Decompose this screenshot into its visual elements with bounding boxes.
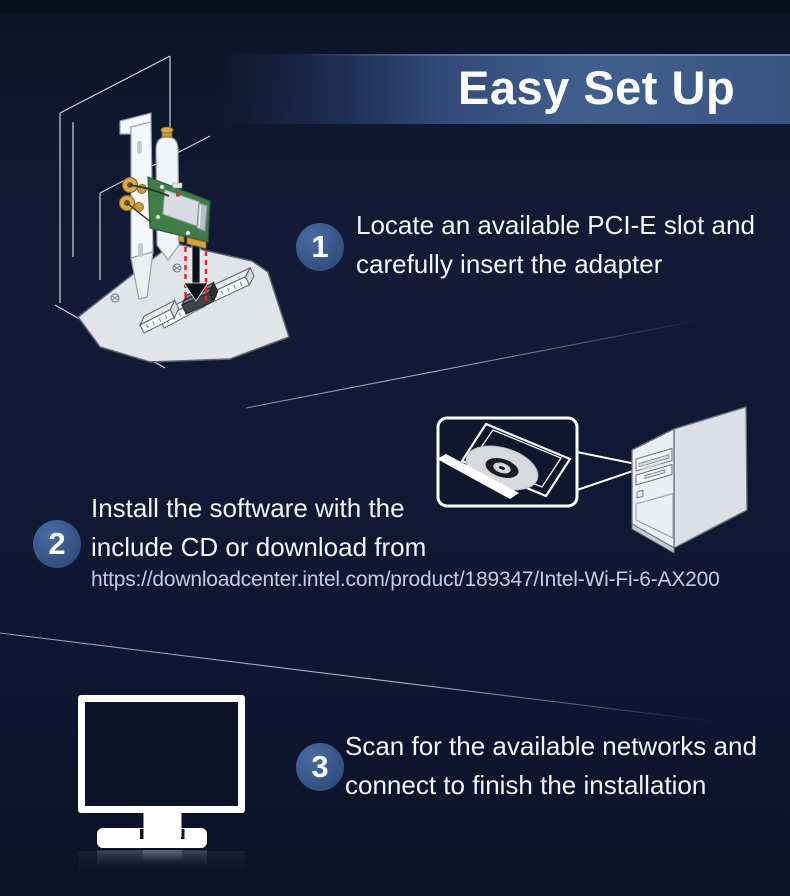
top-dark-band <box>0 0 790 13</box>
software-install-illustration <box>436 406 748 554</box>
step-2-line-2: include CD or download from <box>91 532 427 562</box>
monitor-reflection <box>78 850 245 873</box>
step-3-text: Scan for the available networks and conn… <box>345 727 757 805</box>
step-3-line-1: Scan for the available networks and <box>345 731 757 761</box>
step-1-number: 1 <box>311 229 329 264</box>
antenna-connectors-icon <box>118 176 147 212</box>
alignment-guides-icon <box>184 247 208 305</box>
step-2-line-1: Install the software with the <box>91 493 405 523</box>
step-1-badge: 1 <box>296 223 344 271</box>
step-3-badge: 3 <box>296 743 344 791</box>
step-2-number: 2 <box>48 526 66 561</box>
page-title: Easy Set Up <box>458 61 736 114</box>
cd-tray-callout-icon <box>436 416 579 508</box>
pcie-slot-icon <box>138 299 180 334</box>
pcie-install-illustration <box>54 55 290 369</box>
monitor-icon <box>78 695 245 813</box>
motherboard-icon <box>76 242 290 363</box>
monitor-illustration <box>78 695 245 873</box>
computer-tower-icon <box>631 406 748 554</box>
step-1-line-1: Locate an available PCI-E slot and <box>356 210 755 240</box>
step-3-line-2: connect to finish the installation <box>345 770 707 800</box>
download-url: https://downloadcenter.intel.com/product… <box>91 568 720 591</box>
pcie-card-icon <box>126 176 211 250</box>
step-3-number: 3 <box>311 749 329 784</box>
header-banner: Easy Set Up <box>0 54 790 124</box>
step-1-text: Locate an available PCI-E slot and caref… <box>356 206 755 284</box>
step-1-line-2: carefully insert the adapter <box>356 249 663 279</box>
step-2-text: Install the software with the include CD… <box>91 489 426 567</box>
callout-lines-icon <box>576 451 637 491</box>
step-2-badge: 2 <box>33 520 81 568</box>
